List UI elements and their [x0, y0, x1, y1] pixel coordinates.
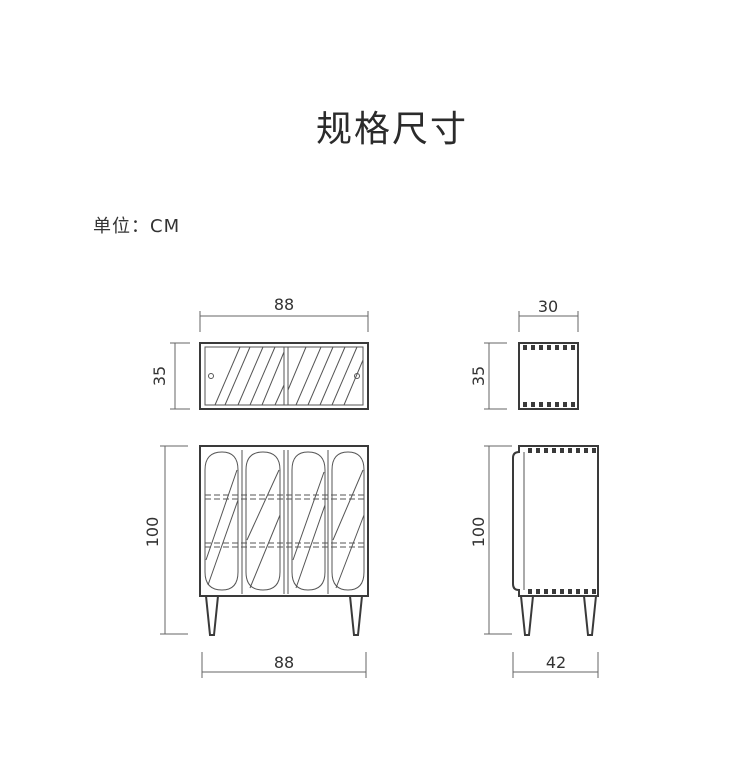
side-top-view: 30 35	[469, 297, 579, 410]
top-view: 88 35	[150, 295, 369, 410]
page-title: 规格尺寸	[315, 109, 468, 150]
top-view-width-label: 88	[274, 295, 294, 314]
side-width-label: 42	[546, 653, 566, 672]
unit-label: 单位：CM	[93, 216, 181, 237]
side-top-depth-label: 35	[469, 366, 488, 386]
side-view: 100 42	[469, 445, 599, 678]
side-height-label: 100	[469, 517, 488, 548]
front-width-label: 88	[274, 653, 294, 672]
front-view: 100 88	[143, 445, 369, 678]
side-top-width-label: 30	[538, 297, 558, 316]
top-view-depth-label: 35	[150, 366, 169, 386]
front-height-label: 100	[143, 517, 162, 548]
